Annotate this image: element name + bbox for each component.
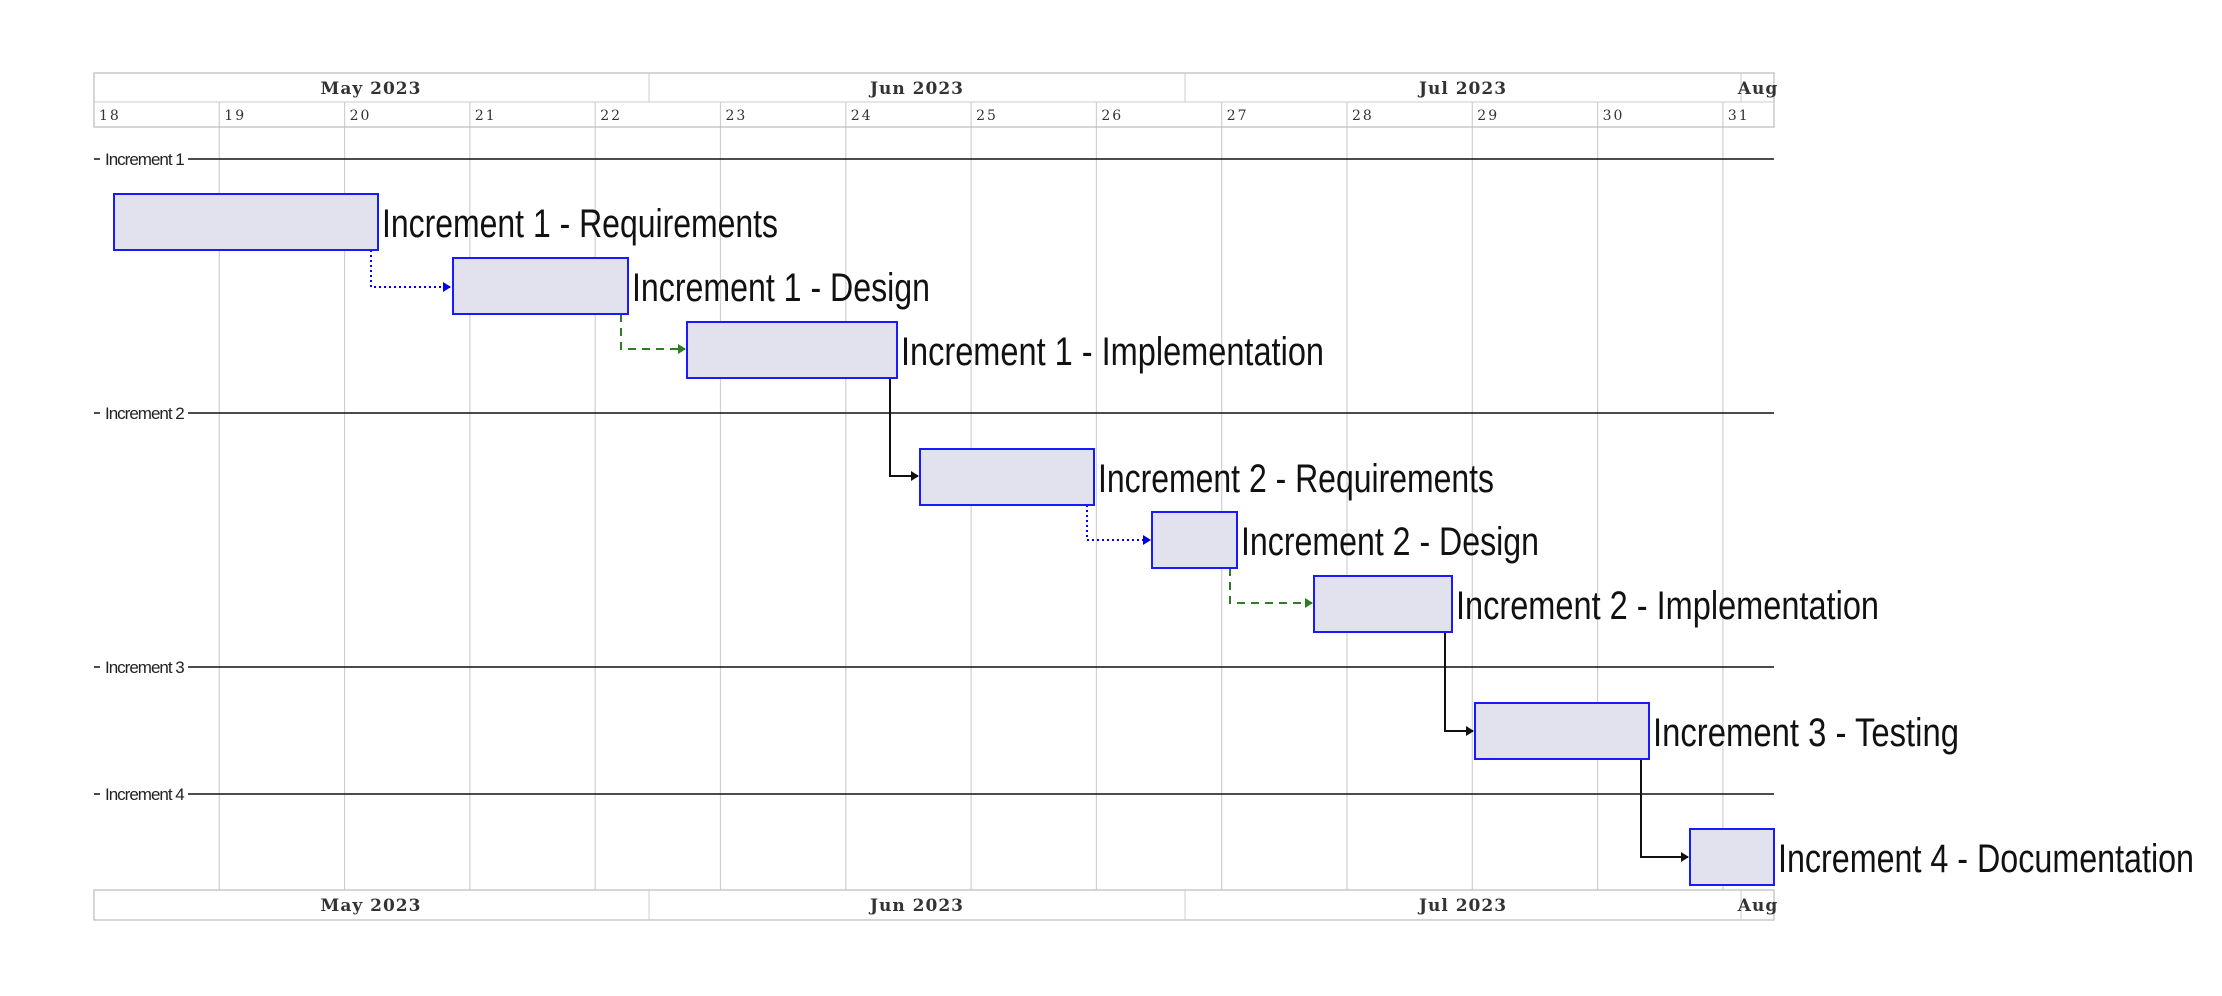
timeline-footer: May 2023 Jun 2023 Jul 2023 Aug [93,889,1778,921]
dependency-arrows [370,250,1689,862]
task-label: Increment 1 - Requirements [382,202,778,246]
task-bar[interactable] [113,193,379,251]
dependency-arrow [1229,568,1313,608]
section-label: Increment 2 [105,404,184,423]
task-increment-2-implementation[interactable]: Increment 2 - Implementation [1313,575,1879,633]
task-bar[interactable] [1474,702,1650,760]
task-label: Increment 3 - Testing [1653,711,1959,755]
dependency-arrow [889,378,919,481]
task-bar[interactable] [1689,828,1775,886]
task-bar[interactable] [452,257,629,315]
task-increment-2-design[interactable]: Increment 2 - Design [1151,511,1539,569]
week-label: 26 [1101,108,1123,124]
task-increment-4-documentation[interactable]: Increment 4 - Documentation [1689,828,2194,886]
week-label: 25 [976,108,998,124]
week-label: 22 [600,108,622,124]
section-label: Increment 3 [105,658,184,677]
task-bar[interactable] [686,321,898,379]
task-label: Increment 1 - Implementation [901,330,1324,374]
task-increment-3-testing[interactable]: Increment 3 - Testing [1474,702,1959,760]
week-label: 30 [1603,108,1625,124]
footer-month-label-jul: Jul 2023 [1417,896,1507,916]
dependency-arrow [1444,632,1474,736]
week-label: 19 [224,108,246,124]
task-label: Increment 4 - Documentation [1778,837,2194,881]
week-labels: 18 19 20 21 22 23 24 25 26 27 28 29 30 31 [99,108,1750,124]
week-grid [218,102,1724,890]
week-label: 29 [1477,108,1499,124]
footer-month-label-jun: Jun 2023 [868,896,964,916]
task-bar[interactable] [1151,511,1238,569]
week-label: 21 [475,108,497,124]
task-increment-1-design[interactable]: Increment 1 - Design [452,257,930,315]
section-increment-1: Increment 1 [94,150,1774,169]
week-label: 18 [99,108,121,124]
section-increment-3: Increment 3 [94,658,1774,677]
section-increment-4: Increment 4 [94,785,1774,804]
week-label: 20 [350,108,372,124]
task-bar[interactable] [1313,575,1453,633]
section-increment-2: Increment 2 [94,404,1774,423]
task-label: Increment 2 - Design [1241,520,1539,564]
task-label: Increment 2 - Requirements [1098,457,1494,501]
month-label-aug: Aug [1737,79,1778,99]
week-label: 31 [1728,108,1750,124]
task-increment-1-implementation[interactable]: Increment 1 - Implementation [686,321,1324,379]
timeline-header: May 2023 Jun 2023 Jul 2023 Aug 18 19 20 21 2… [93,72,1778,128]
task-increment-1-requirements[interactable]: Increment 1 - Requirements [113,193,778,251]
week-label: 28 [1352,108,1374,124]
month-label-may: May 2023 [321,79,422,99]
task-increment-2-requirements[interactable]: Increment 2 - Requirements [919,448,1494,506]
month-label-jul: Jul 2023 [1417,79,1507,99]
task-label: Increment 1 - Design [632,266,930,310]
month-label-jun: Jun 2023 [868,79,964,99]
dependency-arrow [1086,505,1151,545]
task-bar[interactable] [919,448,1095,506]
week-label: 24 [851,108,873,124]
dependency-arrow [370,250,451,292]
section-label: Increment 4 [105,785,184,804]
section-label: Increment 1 [105,150,184,169]
task-label: Increment 2 - Implementation [1456,584,1879,628]
footer-month-label-may: May 2023 [321,896,422,916]
week-label: 23 [726,108,748,124]
footer-month-label-aug: Aug [1737,896,1778,916]
dependency-arrow [1640,759,1689,862]
dependency-arrow [620,314,686,354]
week-label: 27 [1227,108,1249,124]
